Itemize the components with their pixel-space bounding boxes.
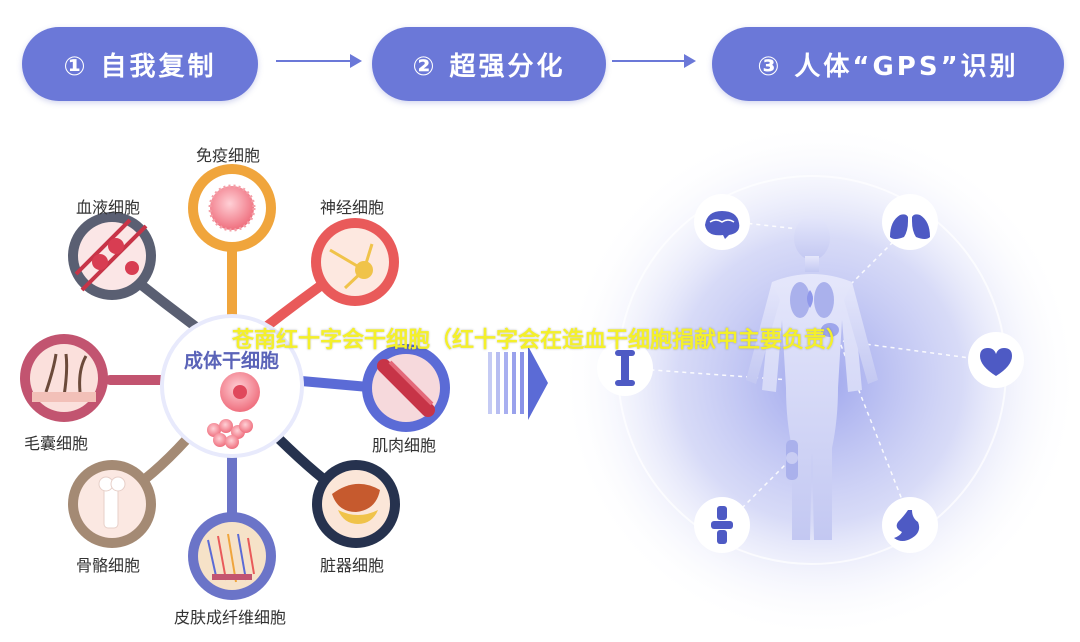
label-nerve-cell: 神经细胞 [320, 198, 385, 217]
label-hair-follicle-cell: 毛囊细胞 [24, 434, 89, 453]
human-body [746, 216, 878, 540]
bone-icon [597, 340, 653, 396]
step-self-replication: ① 自我复制 [22, 27, 258, 101]
center-stem-cell-label: 成体干细胞 [184, 350, 280, 372]
step-label: ③ 人体“GPS”识别 [757, 51, 1019, 82]
brain-icon [694, 194, 750, 250]
heart-icon [968, 332, 1024, 388]
muscle-cell [362, 344, 450, 432]
hair-follicle-cell [20, 334, 108, 422]
watermark-text: 苍南红十字会干细胞（红十字会在造血干细胞捐献中主要负责） [231, 328, 848, 353]
step-gps-recognition: ③ 人体“GPS”识别 [712, 27, 1064, 101]
label-muscle-cell: 肌肉细胞 [372, 436, 437, 455]
joint-icon [694, 497, 750, 553]
stomach-icon [882, 497, 938, 553]
blood-cell [68, 212, 156, 300]
step-label: ② 超强分化 [412, 51, 566, 82]
nerve-cell [311, 218, 399, 306]
transition-arrow [488, 346, 548, 420]
arrow-1 [276, 54, 362, 68]
arrow-2 [612, 54, 696, 68]
step-label: ① 自我复制 [63, 51, 217, 82]
organ-cell [312, 460, 400, 548]
label-organ-cell: 脏器细胞 [320, 556, 385, 575]
label-blood-cell: 血液细胞 [76, 198, 141, 217]
lungs-icon [882, 194, 938, 250]
skin-fibroblast-cell [188, 512, 276, 600]
immune-cell [188, 164, 276, 252]
step-differentiation: ② 超强分化 [372, 27, 606, 101]
label-immune-cell: 免疫细胞 [196, 146, 261, 165]
label-bone-cell: 骨骼细胞 [76, 556, 141, 575]
label-skin-fibroblast-cell: 皮肤成纤维细胞 [174, 608, 287, 627]
bone-cell [68, 460, 156, 548]
